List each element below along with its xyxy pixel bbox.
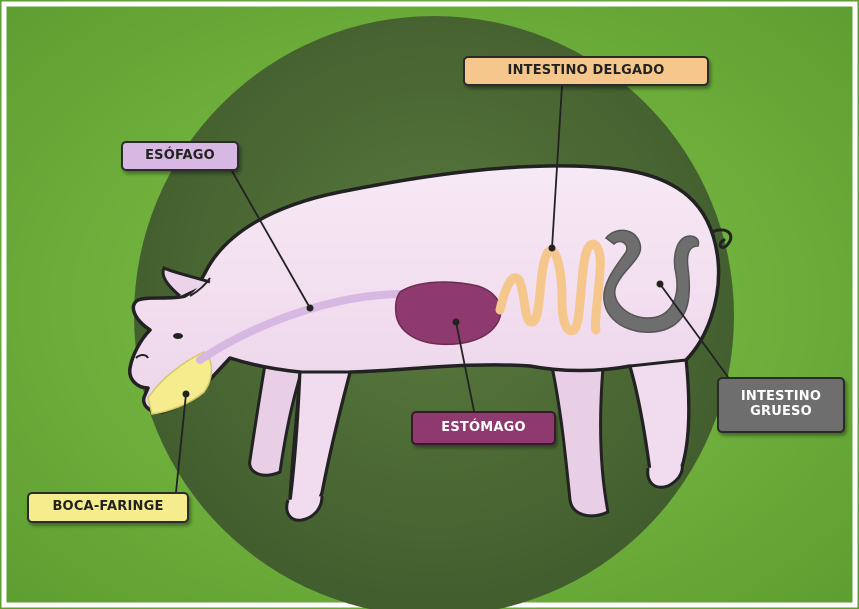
- label-estomago: ESTÓMAGO: [411, 411, 556, 445]
- leader-dot-esofago: [307, 305, 314, 312]
- pig-eye: [173, 333, 183, 339]
- label-intestino-grueso: INTESTINO GRUESO: [717, 377, 845, 433]
- leader-dot-intestino-grueso: [657, 281, 664, 288]
- estomago-organ: [396, 282, 501, 344]
- leader-dot-intestino-delgado: [549, 245, 556, 252]
- leader-dot-boca-faringe: [183, 391, 190, 398]
- label-intestino-delgado: INTESTINO DELGADO: [463, 56, 709, 86]
- label-esofago: ESÓFAGO: [121, 141, 239, 171]
- label-boca-faringe: BOCA-FARINGE: [27, 492, 189, 523]
- leader-dot-estomago: [453, 319, 460, 326]
